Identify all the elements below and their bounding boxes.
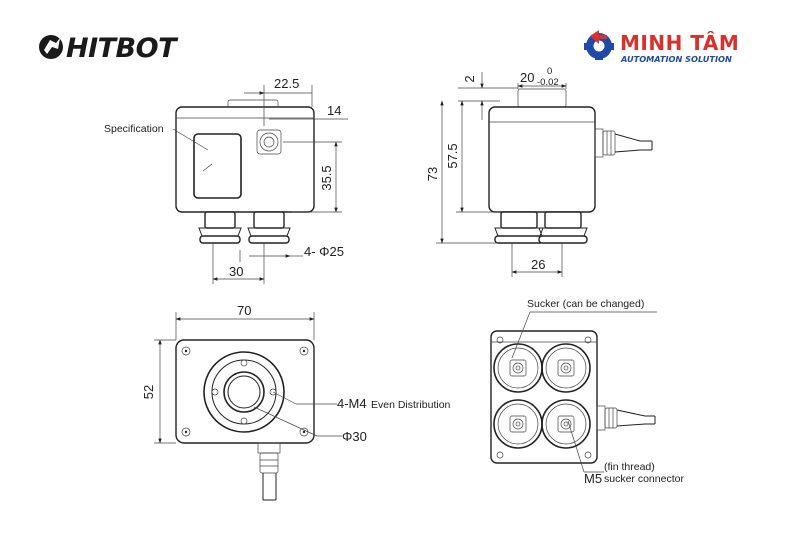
gear-icon (584, 30, 614, 60)
m5-label: M5 (584, 471, 602, 486)
dim-14: 14 (327, 103, 341, 118)
sucker-label: Sucker (can be changed) (527, 298, 644, 310)
m4-label: 4-M4 (337, 396, 367, 411)
hose-fitting-icon (594, 128, 653, 158)
bottom-sucker-tr (541, 343, 591, 393)
tolerance-upper: 0 (547, 66, 552, 77)
dim-phi30: Φ30 (342, 429, 367, 444)
dim-73: 73 (425, 167, 440, 181)
hitbot-wordmark: HITBOT (66, 33, 179, 64)
bottom-hose-fitting-icon (596, 405, 656, 431)
dim-22-5: 22.5 (274, 76, 299, 91)
dim-20: 20 (520, 70, 534, 85)
tolerance-lower: -0.02 (537, 77, 559, 88)
dim-35-5: 35.5 (319, 165, 334, 190)
bottom-view: Sucker (can be changed) M5 (fin thread) … (490, 298, 684, 486)
dim-52: 52 (141, 385, 156, 399)
hitbot-logo: HITBOT (39, 33, 180, 64)
m5-thread-type: (fin thread) (604, 461, 655, 473)
side-sucker-left (494, 211, 544, 244)
dim-4-phi25: 4- Φ25 (304, 244, 344, 259)
side-view: 2 20 0 -0.02 73 57.5 26 (425, 66, 653, 277)
air-connector-icon (256, 129, 282, 155)
minh-tam-tagline: AUTOMATION SOLUTION (620, 54, 732, 64)
side-sucker-right (538, 211, 588, 244)
bottom-sucker-br (541, 399, 591, 449)
specification-plate (193, 133, 242, 199)
dim-2: 2 (462, 75, 477, 82)
dim-30: 30 (229, 264, 243, 279)
dim-70: 70 (237, 303, 251, 318)
top-view: 70 52 4-M4 Even Distribution Φ30 (141, 303, 451, 501)
bottom-connector-icon (257, 442, 281, 501)
front-view: Specification 22.5 14 35.5 4- Φ25 (104, 76, 348, 284)
front-sucker-left (198, 211, 242, 244)
hitbot-emblem-icon (39, 35, 63, 59)
m4-note: Even Distribution (371, 399, 451, 411)
dim-57-5: 57.5 (445, 143, 460, 168)
specification-label: Specification (104, 123, 164, 135)
minh-tam-name: MINH TÂM (620, 31, 739, 55)
minh-tam-logo: MINH TÂM AUTOMATION SOLUTION (584, 30, 739, 64)
dim-26: 26 (531, 257, 545, 272)
m5-connector-label: sucker connector (604, 473, 684, 485)
m4-hole-icon (211, 359, 277, 425)
front-sucker-right (247, 211, 291, 244)
